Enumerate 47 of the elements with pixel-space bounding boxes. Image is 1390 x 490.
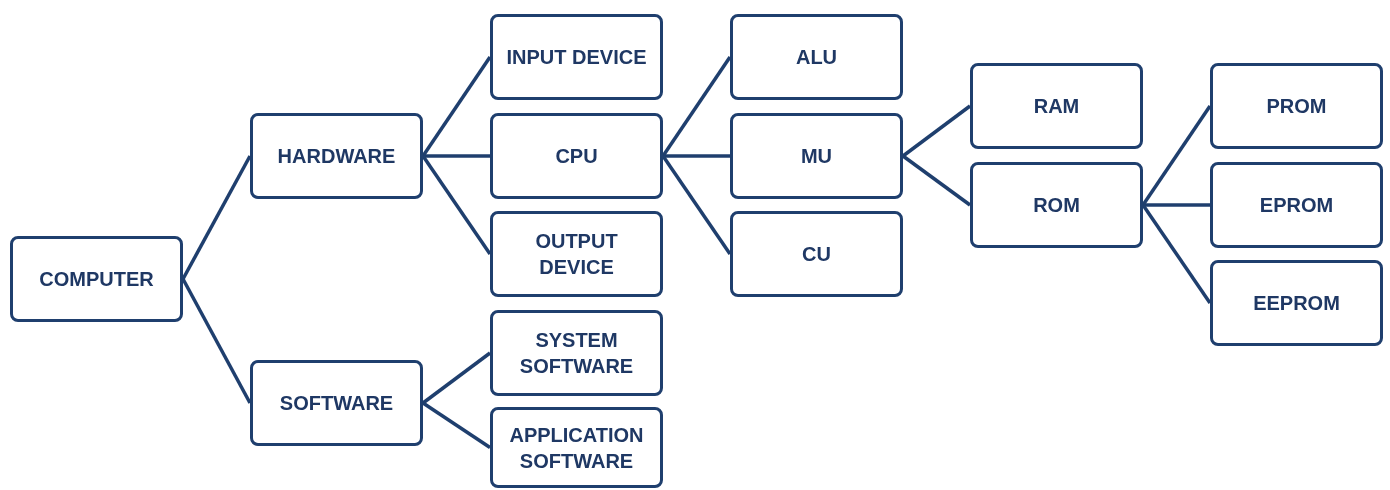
process-box (490, 14, 663, 100)
process-box (490, 407, 663, 488)
connector-line (1143, 203, 1210, 207)
process-box (490, 113, 663, 199)
process-box (730, 113, 903, 199)
connector-line (423, 154, 490, 158)
box-label: SYSTEM SOFTWARE (518, 328, 635, 379)
process-box (250, 360, 423, 446)
connector-line (901, 104, 972, 158)
box-label: MU (800, 144, 833, 169)
connector-line (663, 154, 730, 158)
connector-line (421, 351, 492, 405)
box-label: APPLICATION SOFTWARE (508, 422, 645, 474)
connector-line (661, 155, 732, 255)
connector-line (901, 154, 972, 207)
box-label: HARDWARE (277, 144, 396, 169)
process-box (10, 236, 183, 322)
box-label: EEPROM (1253, 291, 1340, 316)
connector-line (181, 155, 252, 280)
process-box (970, 162, 1143, 248)
box-label: INPUT DEVICE (506, 45, 647, 70)
connector-line (181, 278, 252, 404)
process-box (730, 211, 903, 297)
process-box (490, 310, 663, 396)
box-label: RAM (1033, 94, 1080, 119)
connector-line (421, 56, 492, 157)
box-label: CU (802, 242, 831, 267)
box-label: OUTPUT DEVICE (534, 229, 619, 280)
box-label: ALU (795, 45, 838, 70)
connector-line (421, 155, 492, 255)
process-box (1210, 162, 1383, 248)
box-label: COMPUTER (39, 267, 154, 292)
connector-line (661, 56, 732, 157)
process-box (250, 113, 423, 199)
process-box (1210, 260, 1383, 346)
process-box (1210, 63, 1383, 149)
connector-line (1141, 105, 1212, 206)
box-label: ROM (1033, 193, 1080, 218)
box-label: PROM (1266, 94, 1327, 119)
connector-line (1141, 204, 1212, 304)
box-label: SOFTWARE (279, 391, 394, 416)
box-label: CPU (555, 144, 598, 169)
box-label: EPROM (1259, 193, 1334, 218)
connector-line (422, 401, 491, 449)
process-box (730, 14, 903, 100)
process-box (970, 63, 1143, 149)
process-box (490, 211, 663, 297)
